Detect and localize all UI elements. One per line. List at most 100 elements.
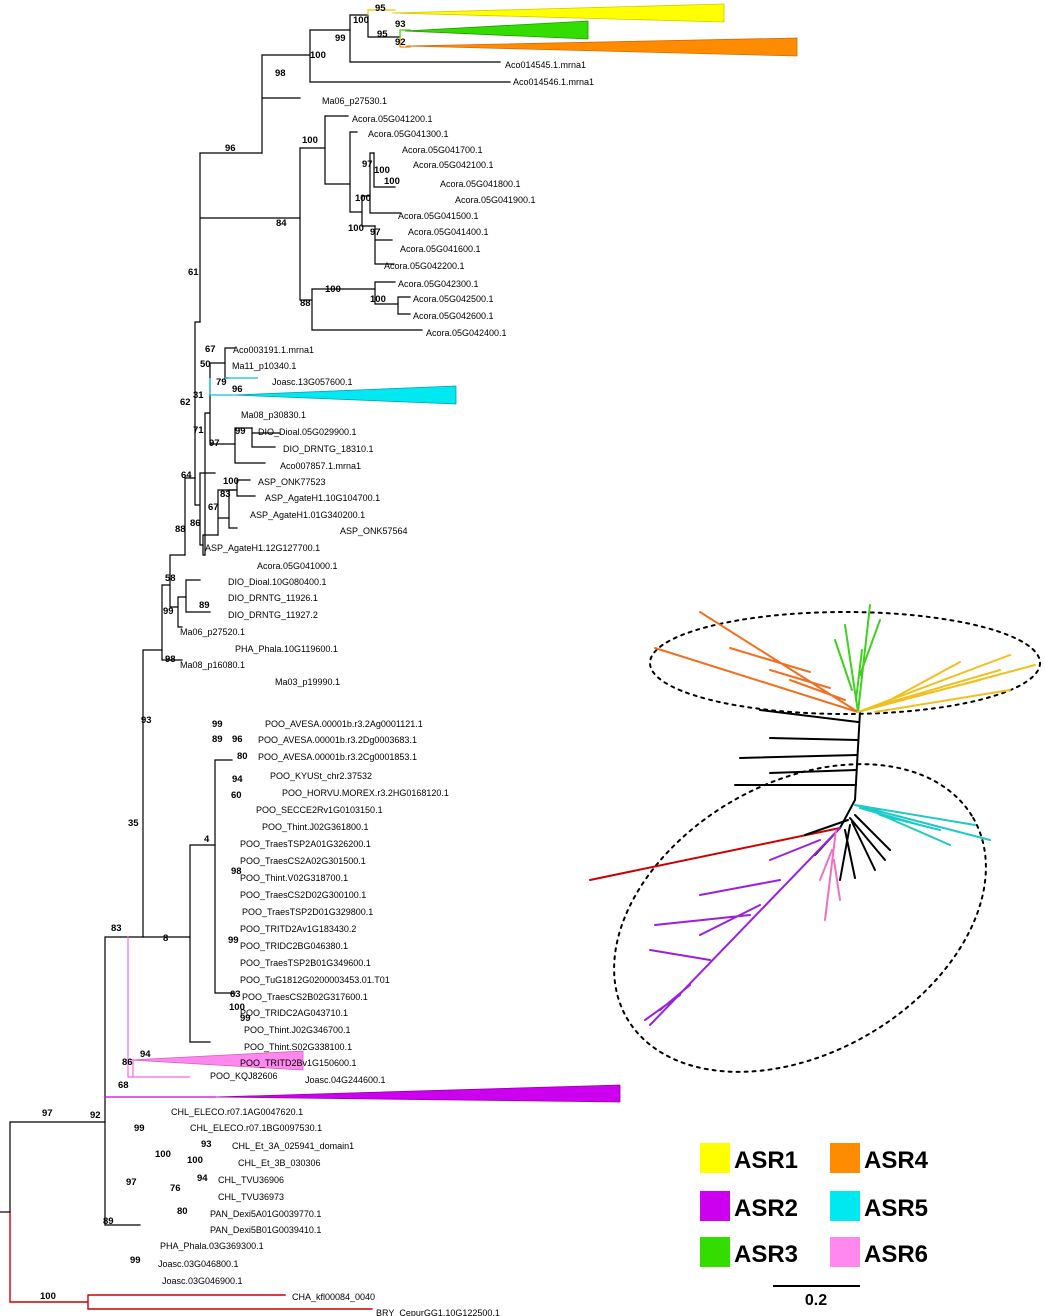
leaf-label: Ma08_p30830.1 (241, 410, 306, 420)
leaf-label: Ma03_p19990.1 (275, 677, 340, 687)
support-value: 100 (187, 1155, 203, 1166)
leaf-label: PAN_Dexi5B01G0039410.1 (210, 1225, 321, 1235)
leaf-label: Aco014545.1.mrna1 (505, 60, 586, 70)
legend-swatch-asr5 (830, 1191, 860, 1221)
support-value: 99 (335, 33, 346, 44)
support-value: 98 (165, 654, 176, 665)
support-value: 86 (190, 518, 201, 529)
legend-swatch-asr6 (830, 1237, 860, 1267)
legend-swatch-asr2 (700, 1191, 730, 1221)
support-value: 93 (395, 19, 406, 30)
leaf-label: Acora.05G041400.1 (408, 227, 489, 237)
support-value: 97 (370, 227, 381, 238)
support-value: 67 (205, 344, 216, 355)
support-value: 63 (230, 989, 241, 1000)
support-value: 97 (42, 1108, 53, 1119)
legend-label-asr5: ASR5 (864, 1195, 928, 1222)
leaf-label: ASP_ONK77523 (258, 477, 326, 487)
clade-asr3-triangle (404, 20, 589, 40)
leaf-label: Aco003191.1.mrna1 (233, 345, 314, 355)
leaf-label: POO_TRIDC2BG046380.1 (240, 941, 348, 951)
clade-asr4-triangle (405, 37, 798, 57)
leaf-label: POO_HORVU.MOREX.r3.2HG0168120.1 (282, 788, 449, 798)
support-value: 88 (175, 524, 186, 535)
leaf-label: POO_TRITD2Av1G183430.2 (240, 924, 356, 934)
legend-swatch-asr1 (700, 1143, 730, 1173)
support-value: 97 (209, 438, 220, 449)
support-value: 99 (130, 1255, 141, 1266)
support-value: 83 (220, 489, 231, 500)
support-value: 100 (40, 1291, 56, 1302)
clade-asr1-triangle (391, 3, 725, 23)
leaf-label: Acora.05G042600.1 (413, 311, 494, 321)
support-value: 99 (134, 1123, 145, 1134)
leaf-label: POO_TRITD2Bv1G150600.1 (240, 1058, 357, 1068)
legend-swatch-asr3 (700, 1237, 730, 1267)
leaf-label: ASP_AgateH1.10G104700.1 (265, 493, 380, 503)
support-value: 100 (384, 176, 400, 187)
leaf-label: DIO_DRNTG_11927.2 (228, 610, 318, 620)
leaf-label: Acora.05G042300.1 (398, 279, 479, 289)
leaf-label: POO_SECCE2Rv1G0103150.1 (256, 805, 383, 815)
scale-bar: 0.2 (773, 1285, 860, 1309)
leaf-label: Aco007857.1.mrna1 (280, 461, 361, 471)
leaf-label: Acora.05G041500.1 (398, 211, 479, 221)
leaf-label: Joasc.13G057600.1 (272, 377, 353, 387)
leaf-label: CHL_Et_3A_025941_domain1 (232, 1141, 354, 1151)
leaf-label: CHL_ELECO.r07.1BG0097530.1 (190, 1123, 322, 1133)
leaf-label: POO_TRIDC2AG043710.1 (240, 1008, 348, 1018)
leaf-label: DIO_Dioal.10G080400.1 (228, 577, 327, 587)
leaf-label: Acora.05G042200.1 (384, 261, 465, 271)
support-value: 8 (163, 933, 168, 944)
support-value: 80 (237, 751, 248, 762)
legend-label-asr6: ASR6 (864, 1241, 928, 1268)
lower-dashed-ellipse (613, 763, 987, 1073)
support-value: 95 (375, 3, 386, 14)
leaf-label: BRY_CepurGG1.10G122500.1 (376, 1308, 500, 1316)
leaf-label: Acora.05G041200.1 (352, 114, 433, 124)
support-value: 60 (231, 790, 242, 801)
asr5-branch (209, 377, 258, 396)
support-value: 100 (374, 165, 390, 176)
leaf-label: POO_TraesCS2B02G317600.1 (242, 992, 368, 1002)
support-value: 86 (122, 1057, 133, 1068)
support-value: 97 (126, 1177, 137, 1188)
support-value: 100 (302, 135, 318, 146)
support-value: 84 (276, 218, 287, 229)
support-value: 4 (204, 834, 210, 845)
support-value: 100 (348, 223, 364, 234)
leaf-label: CHL_TVU36906 (218, 1175, 284, 1185)
leaf-label: Joasc.04G244600.1 (305, 1075, 386, 1085)
leaf-label: CHL_ELECO.r07.1AG0047620.1 (171, 1107, 303, 1117)
leaf-label: POO_Thint.V02G318700.1 (240, 873, 348, 883)
legend-label-asr1: ASR1 (734, 1147, 798, 1174)
scale-bar-label: 0.2 (805, 1292, 827, 1309)
support-value: 93 (141, 715, 152, 726)
leaf-label: PAN_Dexi5A01G0039770.1 (210, 1209, 321, 1219)
clade-asr2-triangle (214, 1084, 621, 1103)
support-value: 100 (310, 50, 326, 61)
clade-asr6-triangle (129, 1050, 304, 1071)
support-value: 100 (155, 1149, 171, 1160)
support-value: 89 (199, 600, 210, 611)
support-value: 61 (188, 267, 199, 278)
leaf-label: POO_AVESA.00001b.r3.2Cg0001853.1 (258, 752, 417, 762)
support-value: 98 (231, 866, 242, 877)
leaf-label: Acora.05G042400.1 (426, 328, 507, 338)
leaf-label: Acora.05G042500.1 (413, 294, 494, 304)
legend-swatch-asr4 (830, 1143, 860, 1173)
support-value: 96 (232, 734, 243, 745)
leaf-label: POO_TraesTSP2A01G326200.1 (240, 839, 371, 849)
rooted-phylogenetic-tree (0, 9, 511, 1310)
legend-label-asr4: ASR4 (864, 1147, 929, 1174)
support-value: 99 (163, 606, 174, 617)
leaf-label: POO_AVESA.00001b.r3.2Ag0001121.1 (265, 719, 423, 729)
support-value: 93 (201, 1139, 212, 1150)
leaf-label: Joasc.03G046800.1 (158, 1259, 239, 1269)
support-value: 96 (232, 384, 243, 395)
leaf-label: ASP_ONK57564 (340, 526, 408, 536)
leaf-label: ASP_AgateH1.01G340200.1 (250, 510, 365, 520)
clade-asr5-triangle (232, 385, 457, 405)
support-value: 31 (193, 390, 204, 401)
leaf-label: Ma06_p27520.1 (180, 627, 245, 637)
